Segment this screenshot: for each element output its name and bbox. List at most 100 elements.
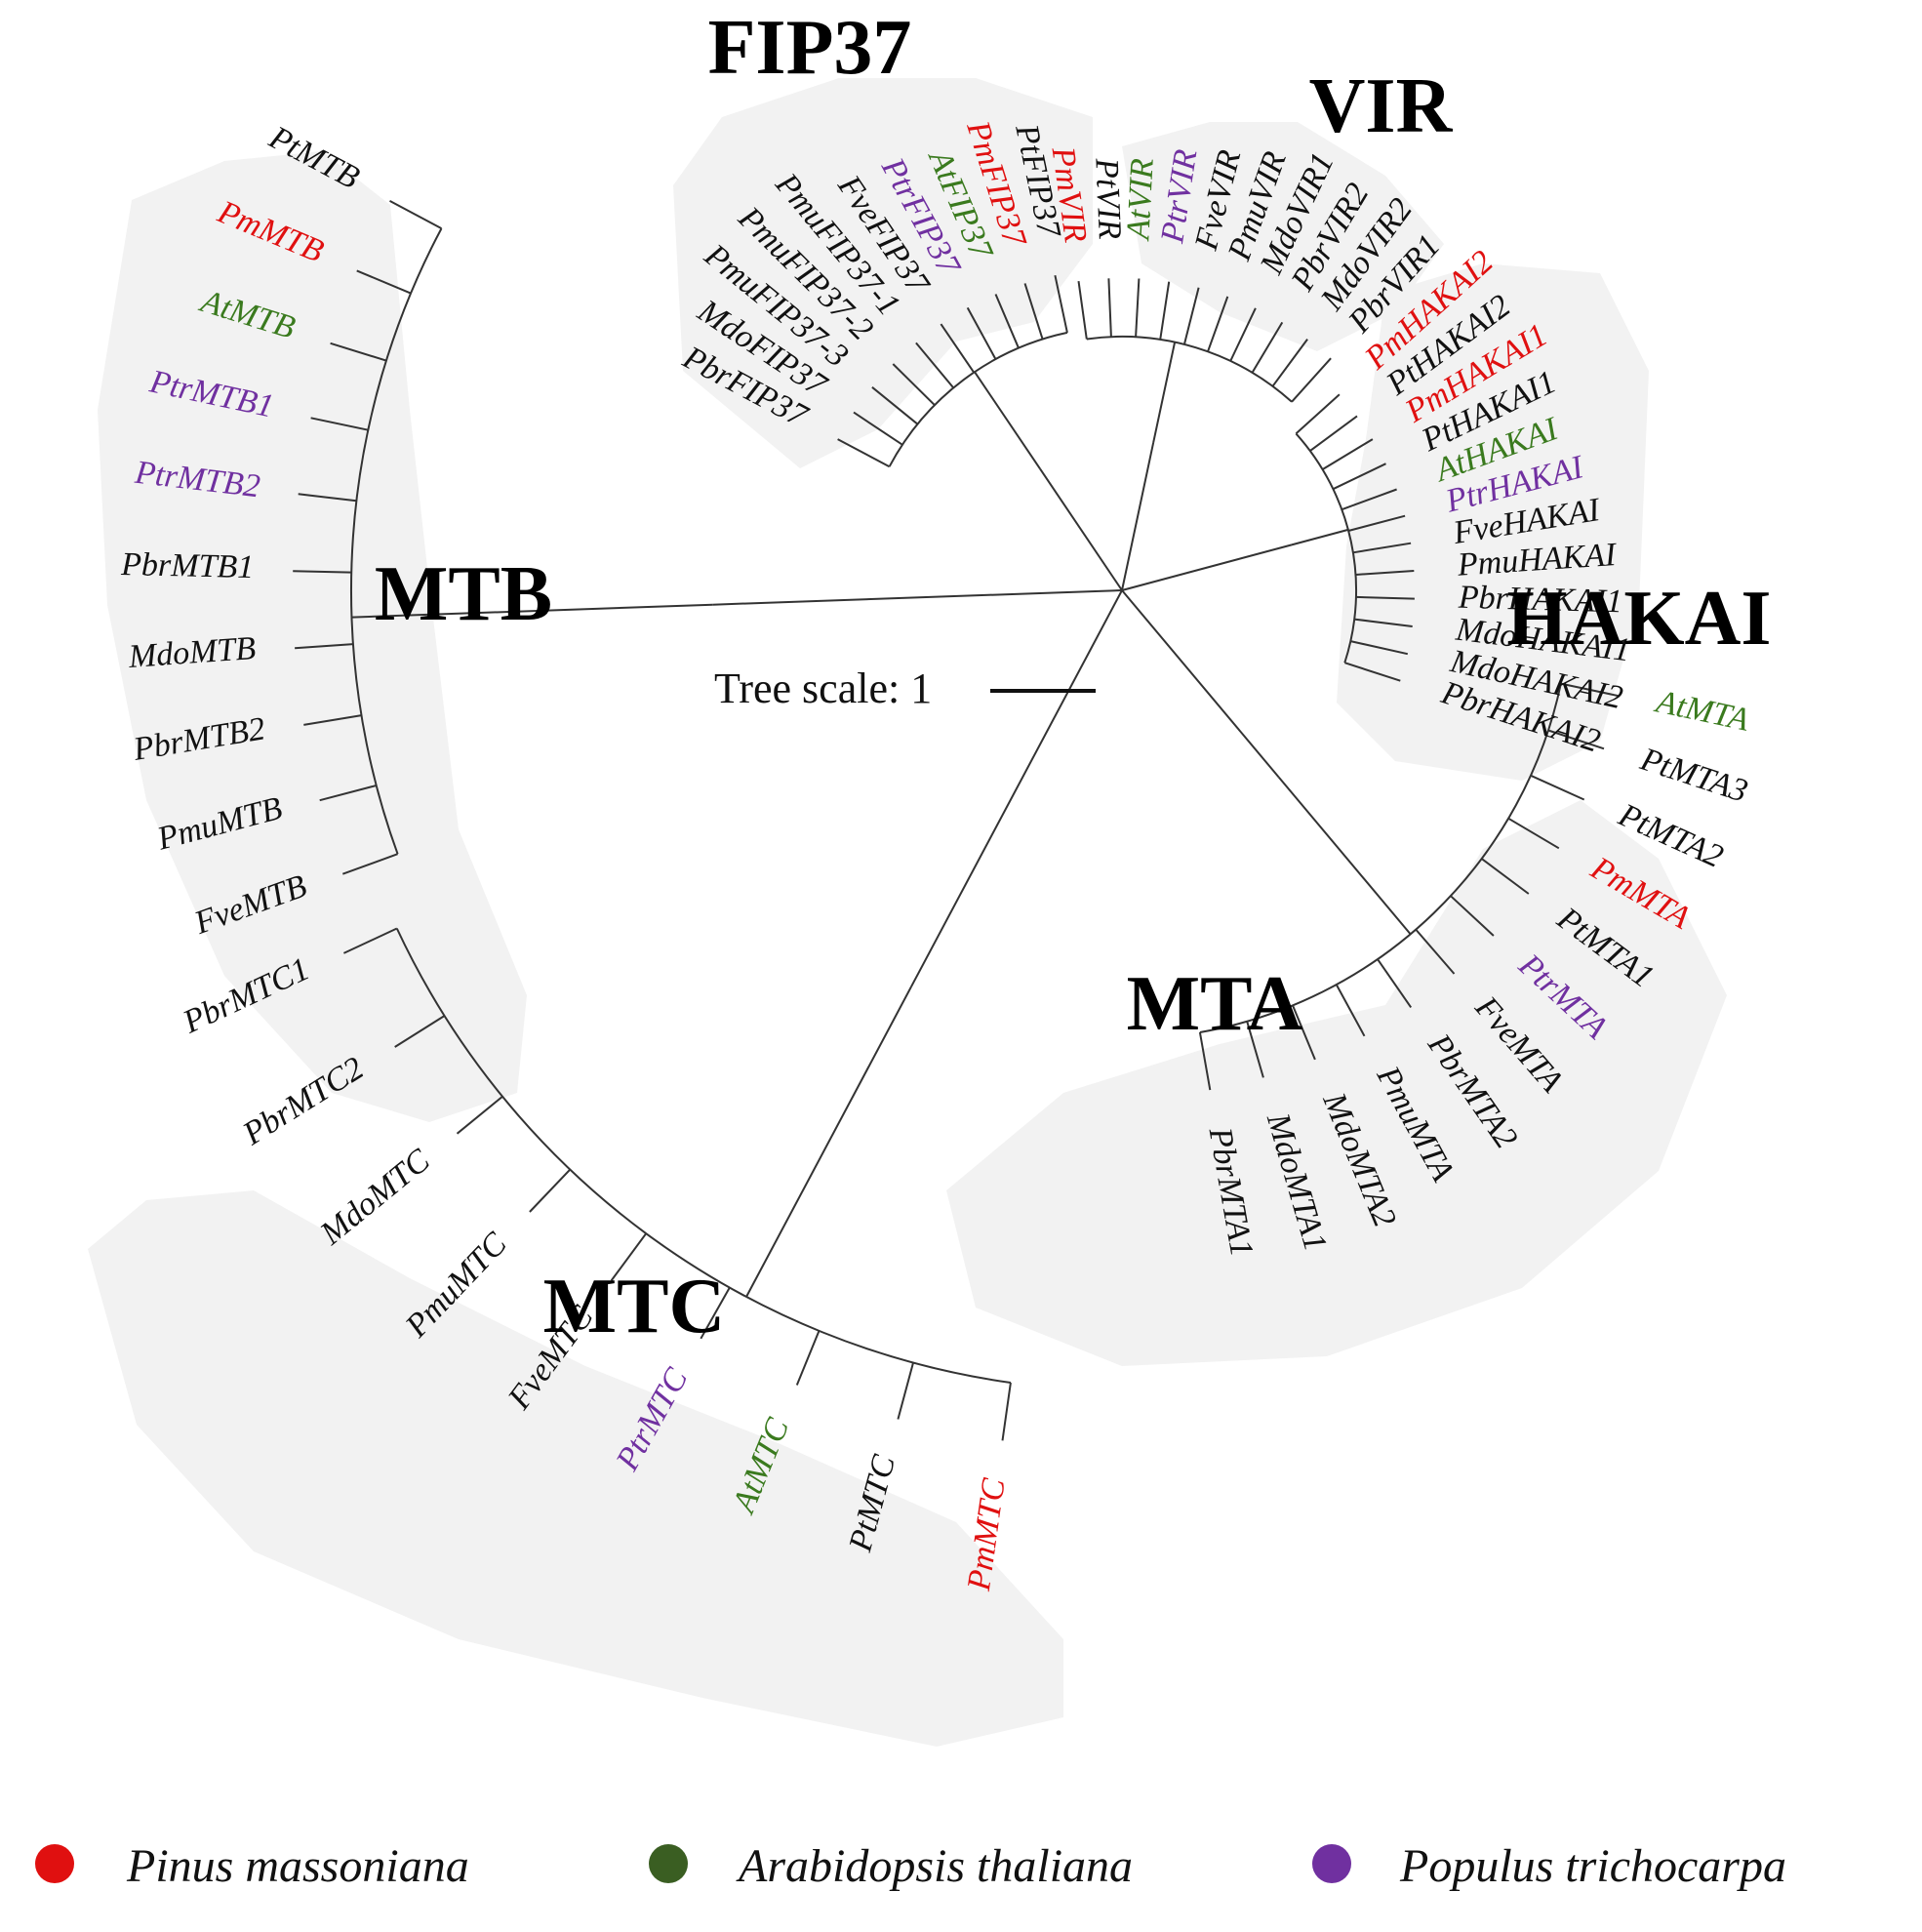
branch-leaf	[456, 1096, 503, 1135]
branch-leaf	[341, 853, 398, 875]
branch-leaf	[1182, 287, 1200, 345]
branch-leaf	[1335, 984, 1366, 1037]
branch-leaf	[994, 294, 1020, 349]
branch-leaf	[389, 200, 442, 229]
clade-label-mtc: MTC	[543, 1264, 726, 1349]
branch-leaf	[1415, 928, 1456, 975]
clade-highlight-hakai	[1337, 263, 1649, 781]
clade-label-vir: VIR	[1309, 63, 1454, 149]
branch-leaf	[1077, 280, 1088, 340]
clade-highlight-mtc	[88, 1190, 1063, 1747]
branch-leaf	[795, 1330, 821, 1386]
branch-leaf	[1159, 281, 1171, 341]
leaf-label: PbrMTB1	[120, 546, 255, 585]
legend-label-populus: Populus trichocarpa	[1399, 1840, 1786, 1892]
branch-leaf	[1271, 339, 1308, 387]
branch-leaf	[330, 342, 387, 362]
branch-leaf	[1377, 958, 1413, 1008]
branch-leaf	[342, 927, 398, 954]
branch-leaf	[310, 417, 369, 431]
clade-highlight-mtb	[98, 151, 527, 1122]
branch-arc-mtb	[349, 227, 443, 855]
branch-leaf	[1107, 278, 1112, 338]
branch-leaf	[1321, 438, 1374, 470]
branch-leaf	[1229, 307, 1257, 362]
branch-leaf	[295, 643, 353, 650]
branch-leaf	[1355, 595, 1415, 600]
branch-leaf	[1481, 858, 1530, 895]
branch-leaf	[1291, 357, 1332, 403]
branch-leaf	[1354, 618, 1413, 627]
branch-leaf	[1198, 1031, 1212, 1091]
leaf-label: PtMTA3	[1635, 741, 1752, 810]
branch-leaf	[1246, 1021, 1264, 1078]
branch-arc-vir	[1086, 335, 1293, 403]
branch-leaf	[293, 570, 352, 574]
tree-scale: Tree scale: 1	[714, 664, 1096, 712]
branch-leaf	[1343, 662, 1401, 682]
branch-leaf	[1352, 542, 1412, 554]
branch-leaf	[529, 1168, 572, 1213]
branch-leaf	[1347, 514, 1406, 532]
branch-root-mtc	[910, 589, 1123, 987]
branch-leaf	[1450, 895, 1495, 937]
leaf-label: PbrMTC2	[236, 1050, 370, 1152]
leaf-label: PtVIR	[1088, 156, 1127, 240]
branch-leaf	[940, 323, 976, 374]
branch-leaf	[1251, 321, 1284, 374]
branch-stem-mtc	[745, 986, 912, 1298]
branch-leaf	[1054, 274, 1068, 334]
branch-leaf	[853, 411, 903, 446]
branch-leaf	[1207, 296, 1229, 352]
legend-dot-pinus	[35, 1844, 74, 1883]
legend-item-pinus: Pinus massoniana	[35, 1840, 469, 1892]
legend-item-populus: Populus trichocarpa	[1312, 1840, 1786, 1892]
clade-highlight-mta	[946, 800, 1727, 1366]
branch-leaf	[1309, 415, 1358, 452]
leaf-label: AtMTA	[1652, 683, 1752, 739]
legend-dot-populus	[1312, 1844, 1351, 1883]
clade-highlight-fip37	[673, 78, 1093, 468]
branch-leaf	[298, 493, 357, 503]
branch-stem-mtb	[351, 603, 713, 619]
species-legend: Pinus massoniana Arabidopsis thaliana Po…	[35, 1840, 1786, 1892]
branch-leaf	[1350, 640, 1409, 656]
branch-leaf	[1547, 729, 1605, 750]
clade-highlight-vir	[1122, 122, 1444, 351]
branch-leaf	[1530, 774, 1585, 801]
branch-arc-mta	[1199, 683, 1562, 1033]
legend-dot-arabidopsis	[649, 1844, 688, 1883]
branch-leaf	[1001, 1382, 1012, 1441]
tree-branches	[293, 200, 1619, 1441]
branch-root-hakai	[1121, 543, 1293, 591]
branch-stem-fip37	[974, 371, 1041, 470]
branch-leaf	[1507, 817, 1560, 850]
branch-root-mtb	[712, 589, 1123, 606]
branch-leaf	[303, 714, 362, 726]
clade-label-hakai: HAKAI	[1506, 576, 1771, 662]
branch-leaf	[610, 1232, 648, 1281]
legend-label-arabidopsis: Arabidopsis thaliana	[736, 1840, 1133, 1892]
branch-leaf	[700, 1287, 731, 1340]
branch-arc-fip37	[888, 331, 1068, 467]
branch-arc-hakai	[1295, 432, 1358, 664]
branch-root-fip37	[1039, 468, 1123, 591]
branch-arc-mtc	[395, 928, 1012, 1384]
leaf-label: AtVIR	[1120, 157, 1161, 242]
branch-leaf	[1135, 278, 1141, 338]
branch-leaf	[1355, 570, 1415, 576]
clade-label-mtb: MTB	[375, 551, 552, 637]
branch-leaf	[1292, 1005, 1316, 1061]
branch-root-vir	[1121, 442, 1155, 591]
leaf-label: MdoMTB	[127, 630, 258, 675]
branch-leaf	[1341, 488, 1397, 511]
legend-label-pinus: Pinus massoniana	[126, 1840, 469, 1892]
clade-highlights	[88, 78, 1727, 1747]
branch-leaf	[319, 785, 377, 802]
legend-item-arabidopsis: Arabidopsis thaliana	[649, 1840, 1133, 1892]
branch-leaf	[871, 386, 919, 425]
branch-leaf	[394, 1015, 446, 1048]
branch-leaf	[1023, 283, 1044, 340]
